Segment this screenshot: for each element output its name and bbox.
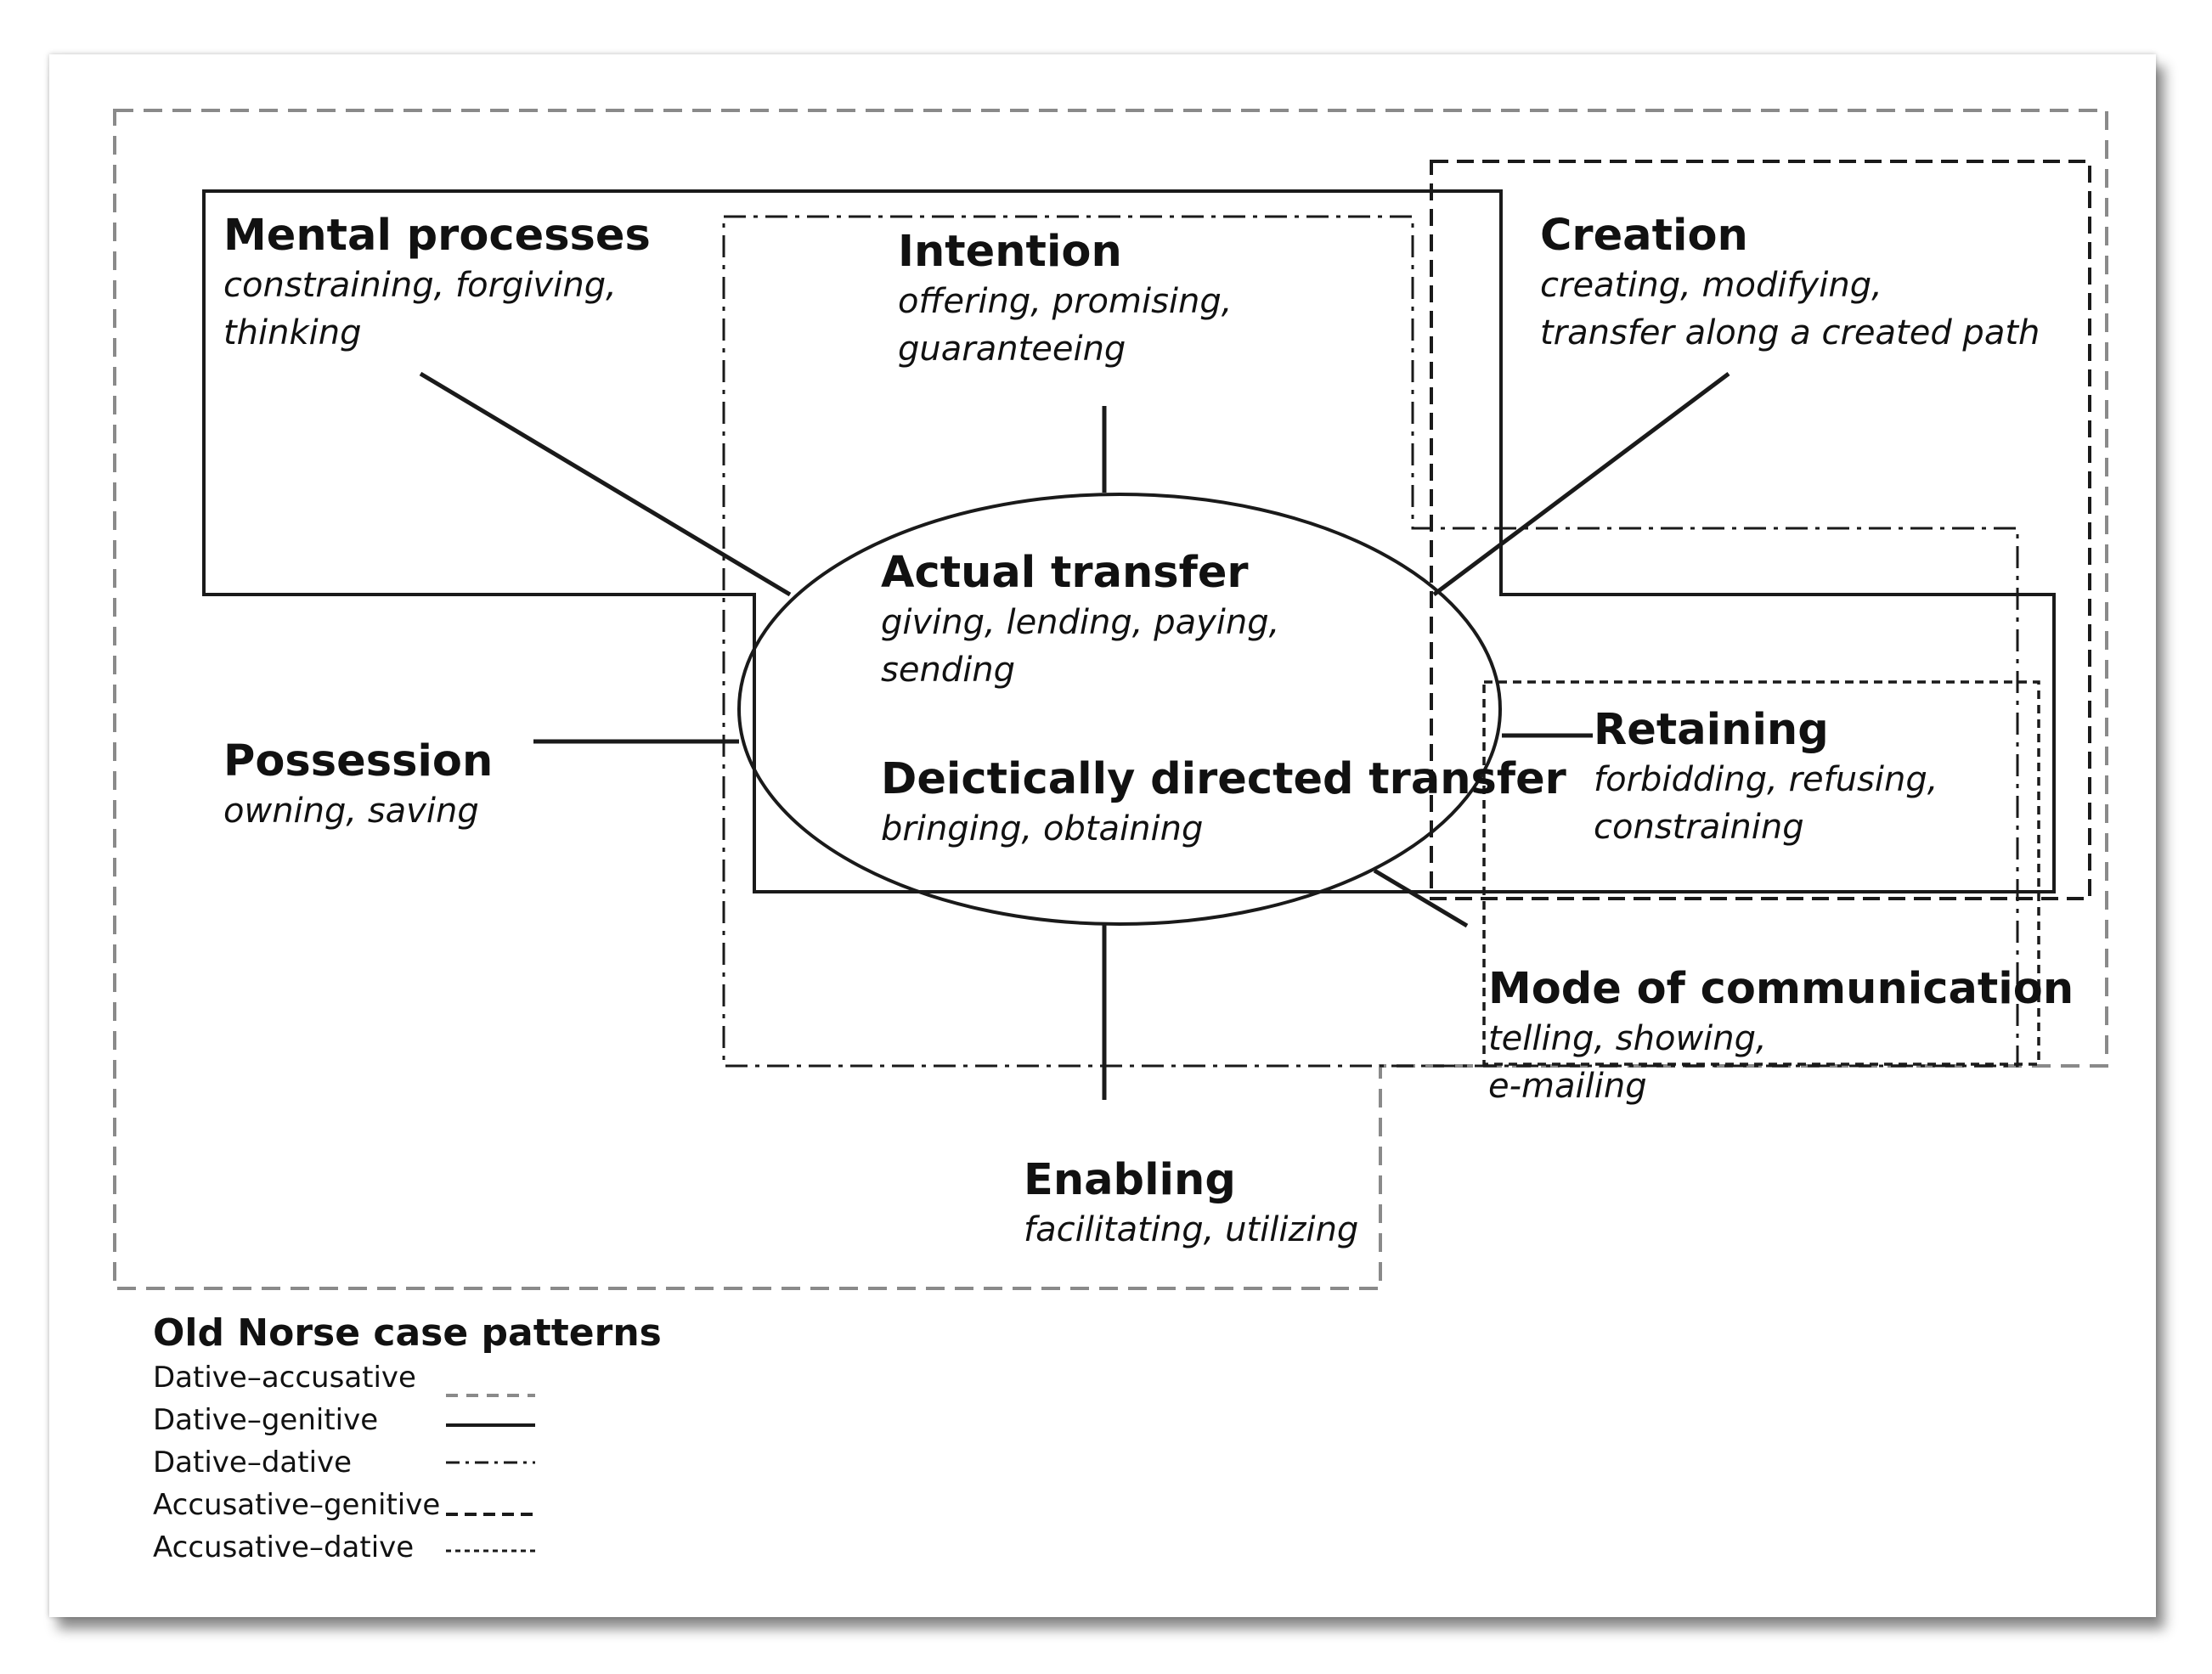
region-accusative-dative xyxy=(1482,680,2040,1066)
node-title: Retaining xyxy=(1594,705,1829,755)
legend-title: Old Norse case patterns xyxy=(153,1311,662,1355)
node-examples: transfer along a created path xyxy=(1540,313,2040,352)
node-examples: facilitating, utilizing xyxy=(1024,1210,1359,1249)
node-retaining: Retaining forbidding, refusing, constrai… xyxy=(1594,705,1938,851)
central-ellipse xyxy=(737,493,1502,926)
node-deictically-directed-transfer: Deictically directed transfer bringing, … xyxy=(881,754,1566,853)
legend-item-accusative-dative: Accusative–dative xyxy=(153,1530,415,1564)
node-title: Mode of communication xyxy=(1488,964,2074,1014)
node-mental-processes: Mental processes constraining, forgiving… xyxy=(223,211,651,357)
legend-item-dative-dative: Dative–dative xyxy=(153,1446,353,1480)
node-title: Possession xyxy=(223,736,494,786)
node-examples: constraining, forgiving, xyxy=(223,266,617,305)
node-examples: thinking xyxy=(223,313,362,352)
node-examples: creating, modifying, xyxy=(1540,266,1882,305)
node-creation: Creation creating, modifying, transfer a… xyxy=(1540,211,2040,357)
node-title: Actual transfer xyxy=(881,548,1249,598)
node-examples: sending xyxy=(881,651,1016,690)
connector-creation xyxy=(1432,371,1730,597)
legend: Old Norse case patterns Dative–accusativ… xyxy=(153,1310,662,1569)
legend-item-accusative-genitive: Accusative–genitive xyxy=(153,1488,441,1522)
node-examples: e-mailing xyxy=(1488,1067,1647,1106)
node-title: Intention xyxy=(898,227,1122,277)
node-examples: constraining xyxy=(1594,808,1804,847)
node-possession: Possession owning, saving xyxy=(223,736,493,835)
node-examples: offering, promising, xyxy=(898,282,1233,321)
node-title: Mental processes xyxy=(223,211,651,261)
node-examples: telling, showing, xyxy=(1488,1019,1767,1058)
node-examples: owning, saving xyxy=(223,792,479,831)
node-title: Enabling xyxy=(1024,1155,1236,1205)
legend-item-dative-accusative: Dative–accusative xyxy=(153,1361,416,1395)
node-mode-of-communication: Mode of communication telling, showing, … xyxy=(1488,964,2074,1110)
node-examples: forbidding, refusing, xyxy=(1594,760,1938,799)
figure-card xyxy=(49,54,2156,1617)
node-title: Creation xyxy=(1540,211,1748,261)
legend-item-dative-genitive: Dative–genitive xyxy=(153,1403,379,1437)
node-examples: bringing, obtaining xyxy=(881,809,1204,848)
node-title: Deictically directed transfer xyxy=(881,754,1566,804)
region-dative-genitive xyxy=(202,189,2056,893)
node-examples: giving, lending, paying, xyxy=(881,603,1280,642)
node-examples: guaranteeing xyxy=(898,330,1126,369)
node-intention: Intention offering, promising, guarantee… xyxy=(898,227,1232,373)
node-enabling: Enabling facilitating, utilizing xyxy=(1024,1155,1358,1254)
connector-mental-processes xyxy=(419,371,792,597)
connector-mode-of-communication xyxy=(1373,868,1469,928)
region-accusative-genitive xyxy=(1430,160,2091,900)
node-actual-transfer: Actual transfer giving, lending, paying,… xyxy=(881,548,1279,694)
